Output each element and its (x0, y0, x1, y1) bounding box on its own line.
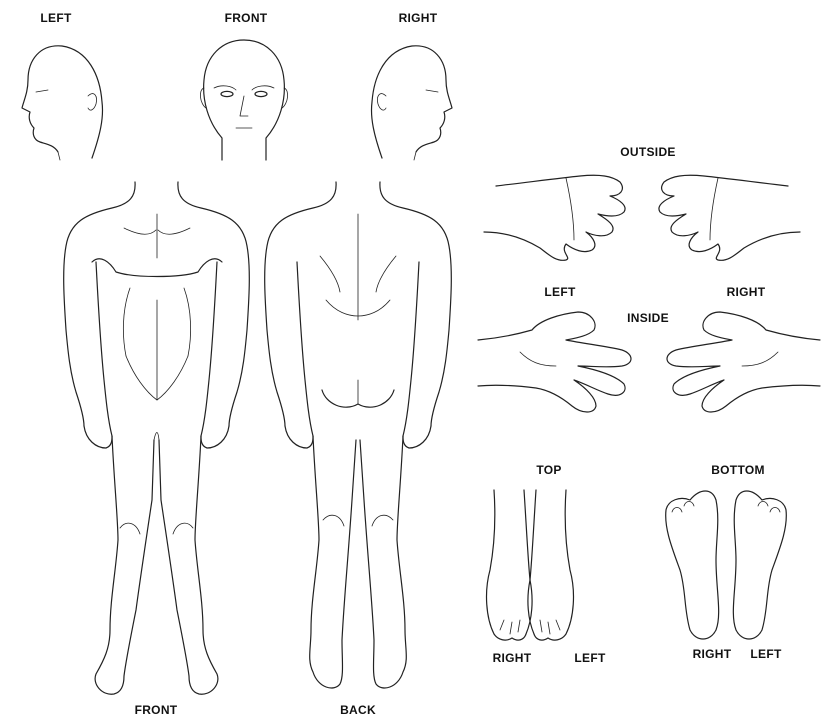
label-feet-bottom-right: RIGHT (693, 648, 732, 660)
label-feet-bottom: BOTTOM (711, 464, 765, 476)
label-head-right: RIGHT (399, 12, 438, 24)
feet-top (487, 490, 574, 640)
head-left-profile (22, 46, 103, 160)
label-hands-inside: INSIDE (627, 312, 669, 324)
head-front (200, 40, 287, 160)
label-hands-right: RIGHT (727, 286, 766, 298)
label-head-left: LEFT (40, 12, 71, 24)
hands-outside (484, 175, 800, 260)
hands-inside (478, 312, 820, 412)
label-head-front: FRONT (225, 12, 268, 24)
label-hands-left: LEFT (544, 286, 575, 298)
label-feet-top-right: RIGHT (493, 652, 532, 664)
label-feet-bottom-left: LEFT (750, 648, 781, 660)
back-body-figure (265, 182, 452, 688)
front-body-figure (64, 182, 250, 694)
label-feet-top-left: LEFT (574, 652, 605, 664)
label-body-front: FRONT (135, 704, 178, 716)
label-hands-outside: OUTSIDE (620, 146, 675, 158)
head-right-profile (371, 46, 452, 160)
label-feet-top: TOP (536, 464, 561, 476)
feet-bottom (666, 491, 787, 639)
label-body-back: BACK (340, 704, 376, 716)
